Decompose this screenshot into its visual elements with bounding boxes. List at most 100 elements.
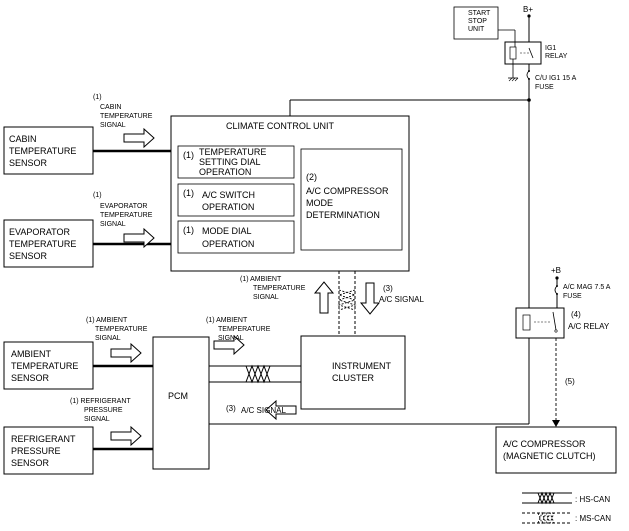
cabin-signal-label-3: SIGNAL	[100, 122, 126, 129]
ac-ccu-signal-number: (3)	[383, 284, 393, 293]
start-stop-unit-box	[453, 6, 499, 40]
temp-dial-label-1: TEMPERATURE	[199, 147, 266, 157]
ambient-sensor-label-1: AMBIENT	[11, 349, 52, 359]
temp-dial-label-2: SETTING DIAL	[199, 157, 261, 167]
evaporator-signal-label-3: SIGNAL	[100, 221, 126, 228]
evaporator-sensor-label-2: TEMPERATURE	[9, 239, 76, 249]
mode-determination-label-3: DETERMINATION	[306, 210, 380, 220]
legend-hs-can-symbol	[537, 491, 555, 505]
refrigerant-sensor-label-3: SENSOR	[11, 458, 50, 468]
ac-compressor-label-2: (MAGNETIC CLUTCH)	[503, 451, 596, 461]
plus-b-label: +B	[551, 266, 561, 275]
cu-fuse-label-2: FUSE	[535, 84, 554, 91]
temp-dial-label-3: OPERATION	[199, 167, 251, 177]
legend-ms-can-label: : MS-CAN	[575, 514, 611, 523]
ac-mag-fuse-label-1: A/C MAG 7.5 A	[563, 284, 611, 291]
evaporator-signal-label-1: EVAPORATOR	[100, 203, 147, 210]
pcm-label: PCM	[168, 391, 188, 401]
ambient-pcm-signal-label-3: SIGNAL	[95, 335, 121, 342]
temp-dial-box	[177, 145, 295, 179]
evaporator-sensor-label-3: SENSOR	[9, 251, 48, 261]
ambient-sensor-label-3: SENSOR	[11, 373, 50, 383]
cabin-signal-number: (1)	[93, 94, 102, 101]
cabin-signal-label-2: TEMPERATURE	[100, 113, 153, 120]
ambient-ccu-signal-label-1: (1) AMBIENT	[240, 276, 282, 283]
mode-determination-label-1: A/C COMPRESSOR	[306, 186, 389, 196]
ac-relay-coil	[522, 314, 531, 331]
cabin-sensor-label-2: TEMPERATURE	[9, 146, 76, 156]
ig1-relay-label-1: IG1	[545, 45, 556, 52]
ac-compressor-label-1: A/C COMPRESSOR	[503, 439, 586, 449]
ac-relay-label: A/C RELAY	[568, 322, 610, 331]
cu-fuse-label-1: C/U IG1 15 A	[535, 75, 577, 82]
ac-compressor-box	[495, 426, 617, 474]
mode-determination-number: (2)	[306, 172, 317, 182]
ac-switch-label-1: A/C SWITCH	[202, 190, 255, 200]
refrigerant-signal-arrow	[110, 426, 142, 446]
mode-determination-box	[300, 148, 403, 251]
ambient-cluster-signal-label-1: (1) AMBIENT	[206, 317, 248, 324]
ambient-ccu-signal-label-3: SIGNAL	[253, 294, 279, 301]
refrigerant-sensor-label-2: PRESSURE	[11, 446, 61, 456]
refrigerant-sensor-label-1: REFRIGERANT	[11, 434, 76, 444]
ac-ccu-signal-arrow	[359, 282, 381, 315]
ambient-signal-arrow	[110, 343, 142, 363]
ac-switch-label-2: OPERATION	[202, 202, 254, 212]
pcm-box	[152, 336, 210, 470]
mode-dial-number: (1)	[183, 225, 194, 235]
number-5-label: (5)	[565, 377, 575, 386]
mode-dial-label-2: OPERATION	[202, 239, 254, 249]
hs-can-twist	[245, 364, 271, 384]
start-stop-unit-label-1: START	[468, 10, 491, 17]
climate-control-unit-label: CLIMATE CONTROL UNIT	[226, 121, 335, 131]
ac-mag-fuse-label-2: FUSE	[563, 293, 582, 300]
ambient-pcm-signal-label-1: (1) AMBIENT	[86, 317, 128, 324]
ambient-sensor-box	[3, 341, 94, 390]
cabin-sensor-box	[3, 126, 94, 175]
instrument-cluster-label-2: CLUSTER	[332, 373, 375, 383]
instrument-cluster-label-1: INSTRUMENT	[332, 361, 391, 371]
evaporator-signal-label-2: TEMPERATURE	[100, 212, 153, 219]
cabin-sensor-label-1: CABIN	[9, 134, 37, 144]
ms-can-twist	[337, 289, 357, 311]
refrigerant-signal-label-2: PRESSURE	[84, 407, 123, 414]
ig1-relay-label-2: RELAY	[545, 53, 568, 60]
cabin-signal-arrow	[123, 128, 155, 148]
mode-determination-label-2: MODE	[306, 198, 333, 208]
ac-mag-fuse-symbol	[554, 285, 558, 295]
cabin-signal-label-1: CABIN	[100, 104, 121, 111]
legend: : HS-CAN : MS-CAN	[522, 491, 611, 525]
ac-switch-box	[177, 183, 295, 217]
mode-dial-label-1: MODE DIAL	[202, 226, 252, 236]
ac-relay-number: (4)	[571, 310, 581, 319]
start-stop-unit-label-3: UNIT	[468, 26, 485, 33]
cu-fuse-symbol	[526, 70, 530, 80]
mode-dial-box	[177, 220, 295, 254]
b-plus-label: B+	[523, 5, 533, 14]
ambient-ccu-signal-label-2: TEMPERATURE	[253, 285, 306, 292]
temp-dial-number: (1)	[183, 150, 194, 160]
ac-pcm-signal-label: A/C SIGNAL	[241, 406, 286, 415]
ac-switch-number: (1)	[183, 188, 194, 198]
evaporator-signal-number: (1)	[93, 192, 102, 199]
instrument-cluster-box	[300, 335, 406, 410]
ac-ccu-signal-label: A/C SIGNAL	[379, 295, 424, 304]
ambient-pcm-signal-label-2: TEMPERATURE	[95, 326, 148, 333]
ig1-relay-box	[504, 41, 542, 65]
evaporator-sensor-box	[3, 219, 94, 268]
evaporator-sensor-label-1: EVAPORATOR	[9, 227, 71, 237]
legend-hs-can-label: : HS-CAN	[575, 495, 610, 504]
ambient-cluster-signal-label-3: SIGNAL	[218, 335, 244, 342]
ac-pcm-signal-arrow	[265, 399, 297, 421]
refrigerant-signal-label-1: (1) REFRIGERANT	[70, 398, 131, 405]
refrigerant-signal-label-3: SIGNAL	[84, 416, 110, 423]
start-stop-unit-label-2: STOP	[468, 18, 487, 25]
ac-pcm-signal-number: (3)	[226, 404, 236, 413]
ambient-sensor-label-2: TEMPERATURE	[11, 361, 78, 371]
legend-ms-can-symbol	[537, 511, 555, 525]
refrigerant-sensor-box	[3, 426, 94, 475]
ac-relay-box	[515, 307, 565, 339]
cabin-sensor-label-3: SENSOR	[9, 158, 48, 168]
ambient-cluster-signal-label-2: TEMPERATURE	[218, 326, 271, 333]
